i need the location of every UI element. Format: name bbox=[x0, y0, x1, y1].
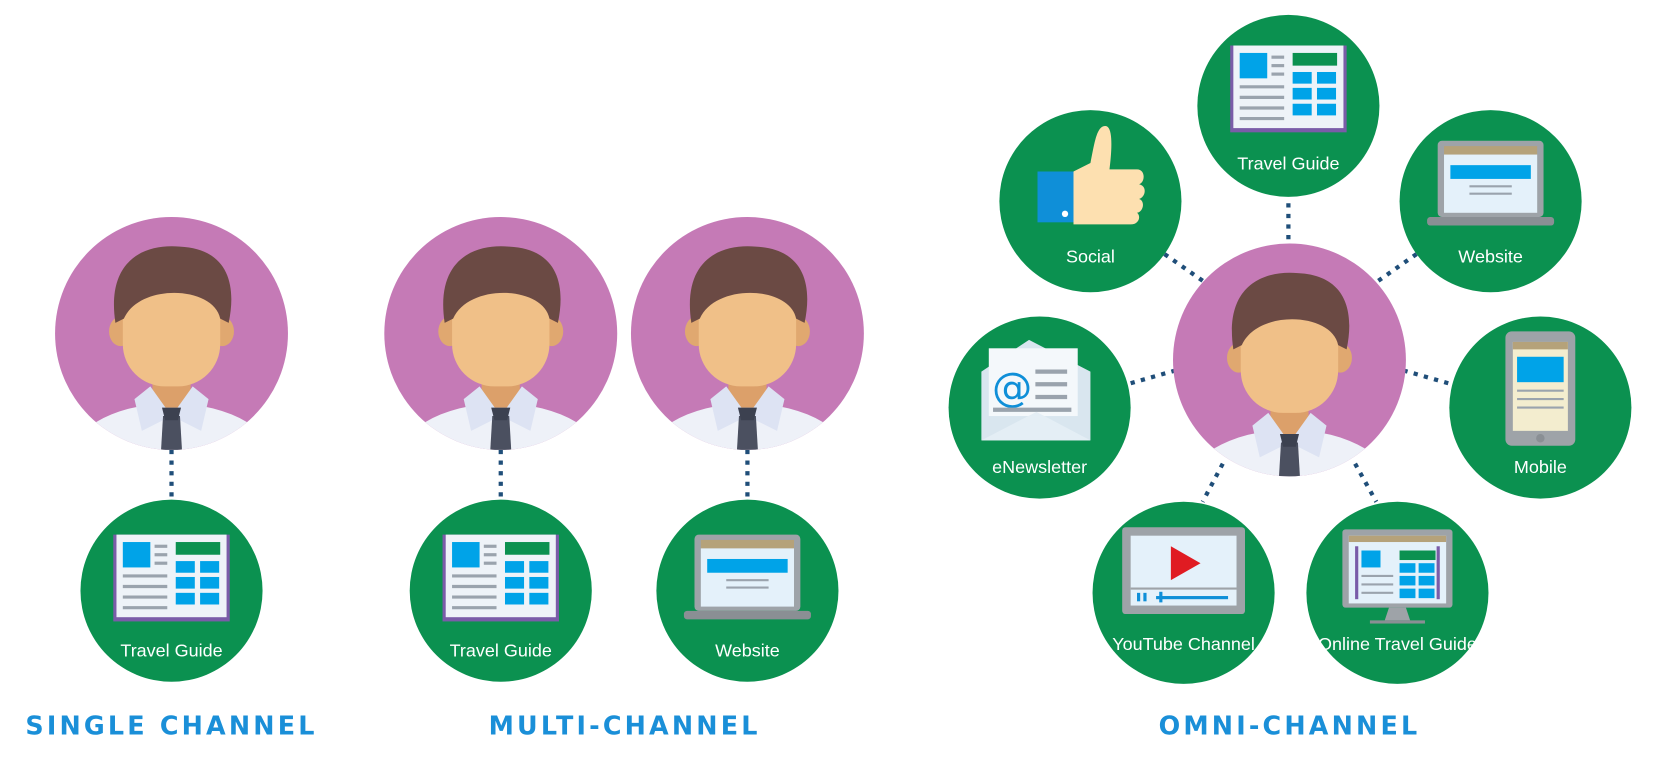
customer-avatar bbox=[631, 217, 864, 535]
section-heading: OMNI-CHANNEL bbox=[1159, 711, 1421, 741]
channel-social: Social bbox=[999, 110, 1182, 293]
channel-website: Website bbox=[1399, 110, 1582, 293]
travel-guide-icon bbox=[1228, 43, 1349, 134]
single-channel-section: Travel Guide SINGLE CHANNEL bbox=[25, 217, 317, 741]
section-heading: MULTI-CHANNEL bbox=[489, 711, 761, 741]
channel-label: eNewsletter bbox=[992, 457, 1087, 477]
travel-guide-icon bbox=[440, 533, 561, 624]
channel-youtube: YouTube Channel bbox=[1092, 501, 1275, 684]
connector-lines bbox=[1130, 203, 1449, 503]
channel-travel-guide: Travel Guide bbox=[1197, 14, 1380, 197]
channel-travel-guide: Travel Guide bbox=[80, 499, 263, 682]
travel-guide-icon bbox=[111, 533, 232, 624]
channel-label: Travel Guide bbox=[120, 640, 222, 660]
channel-label: Online Travel Guide bbox=[1318, 634, 1477, 654]
channel-label: YouTube Channel bbox=[1112, 634, 1255, 654]
channel-label: Travel Guide bbox=[450, 640, 552, 660]
laptop-icon bbox=[682, 533, 813, 621]
channel-label: Social bbox=[1066, 247, 1115, 267]
multi-channel-section: Travel Guide Website MULTI-CHANNEL bbox=[384, 217, 864, 741]
channel-mobile: Mobile bbox=[1449, 316, 1632, 499]
video-player-icon bbox=[1121, 526, 1247, 616]
mobile-icon bbox=[1504, 330, 1577, 447]
channel-label: Website bbox=[1458, 247, 1523, 267]
channel-travel-guide: Travel Guide bbox=[409, 499, 592, 682]
customer-avatar bbox=[384, 217, 617, 535]
channel-label: Website bbox=[715, 640, 780, 660]
channel-label: Mobile bbox=[1514, 457, 1567, 477]
omni-channel-section: Travel Guide Social Website eNewsletter … bbox=[948, 14, 1632, 741]
channel-enewsletter: eNewsletter bbox=[948, 316, 1131, 499]
section-heading: SINGLE CHANNEL bbox=[25, 711, 317, 741]
channel-website: Website bbox=[656, 499, 839, 682]
envelope-icon bbox=[981, 340, 1090, 441]
channel-label: Travel Guide bbox=[1237, 153, 1339, 173]
customer-avatar bbox=[55, 217, 288, 535]
channel-online-travel-guide: Online Travel Guide bbox=[1306, 501, 1489, 684]
laptop-icon bbox=[1426, 139, 1556, 227]
